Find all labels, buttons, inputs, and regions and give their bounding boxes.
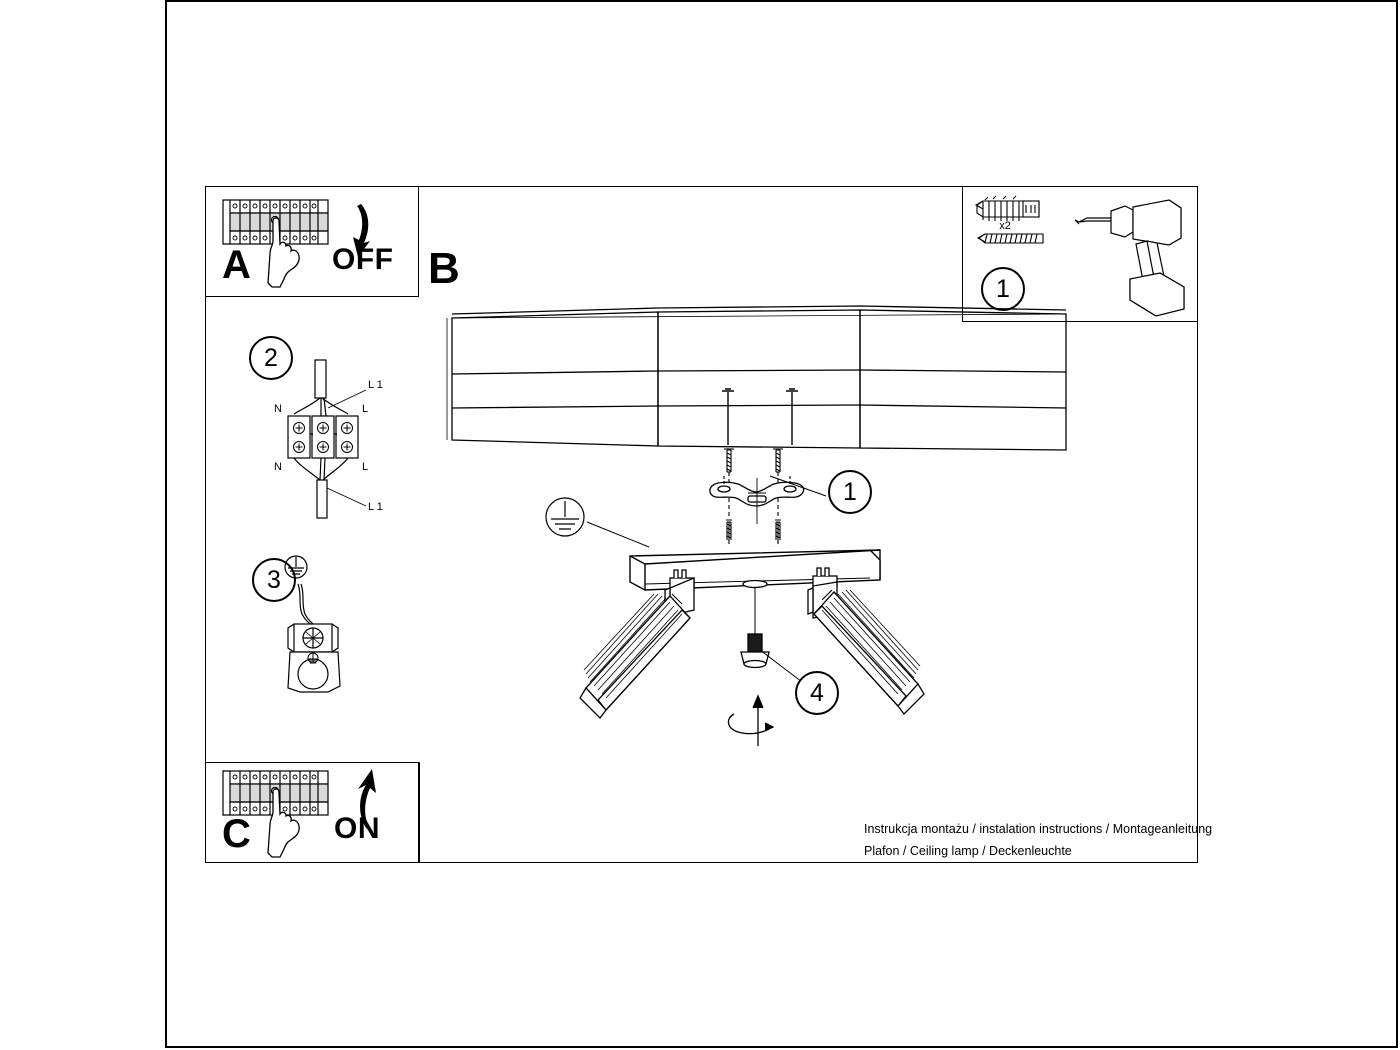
callout-number: 1 <box>843 477 857 506</box>
wire-label-n-lower: N <box>274 461 282 473</box>
caption-block: Instrukcja montażu / instalation instruc… <box>864 818 1212 862</box>
mounting-bracket-icon <box>709 476 805 524</box>
sheet-outer-border <box>165 0 1398 1048</box>
plug-quantity-label: x2 <box>999 220 1011 232</box>
panel-a-action-label: OFF <box>332 243 394 276</box>
callout-number: 4 <box>810 678 824 707</box>
panel-a-power-off: A OFF <box>205 186 419 297</box>
screw-icon <box>976 233 1044 244</box>
callout-step-4: 4 <box>795 671 839 715</box>
ceiling-anchor-screws <box>724 448 783 486</box>
arrow-up-curved <box>358 769 376 829</box>
callout-number: 1 <box>996 274 1010 303</box>
callout-step-1-parts: 1 <box>981 267 1025 311</box>
earth-ground-symbol <box>545 497 650 548</box>
wire-label-l1-bottom: L 1 <box>368 501 383 513</box>
earth-ground-symbol <box>284 555 308 579</box>
wire-label-n-upper: N <box>274 403 282 415</box>
panel-c-letter: C <box>222 812 251 856</box>
terminal-block-icon: L 1 N L N L L 1 <box>274 359 383 519</box>
breaker-panel-hand-icon <box>222 199 370 288</box>
ceiling-screw-icon <box>722 388 798 445</box>
earth-terminal-icon <box>287 583 341 693</box>
panel-c-action-label: ON <box>334 812 380 845</box>
callout-4-leader-line <box>759 649 803 683</box>
wall-plug-icon <box>974 195 1040 221</box>
wire-label-l-lower: L <box>362 461 368 473</box>
wire-label-l-upper: L <box>362 403 368 415</box>
ceiling-panel-perspective <box>446 305 1067 451</box>
callout-number: 2 <box>264 343 278 372</box>
breaker-panel-hand-icon <box>222 769 376 858</box>
callout-step-2: 2 <box>249 336 293 380</box>
decorative-cap-icon <box>740 579 770 669</box>
callout-step-3: 3 <box>252 558 296 602</box>
panel-a-letter: A <box>222 243 251 287</box>
panel-step1-parts: x2 1 <box>962 186 1198 322</box>
ceiling-lamp-two-spotlights <box>579 549 925 719</box>
bracket-fixing-screws <box>726 498 781 544</box>
callout-number: 3 <box>267 565 281 594</box>
power-drill-icon <box>1074 199 1185 317</box>
spotlight-head-right <box>813 589 925 715</box>
wire-label-l1-top: L 1 <box>368 379 383 391</box>
caption-line-2: Plafon / Ceiling lamp / Deckenleuchte <box>864 844 1072 858</box>
panel-c-power-on: C ON <box>205 762 419 863</box>
callout-step-1-bracket: 1 <box>828 470 872 514</box>
caption-line-1: Instrukcja montażu / instalation instruc… <box>864 822 1213 836</box>
arrow-down-curved <box>353 204 370 257</box>
diagram-inner-frame <box>205 186 1198 863</box>
panel-c-right-divider <box>418 762 420 863</box>
rotate-arrow-icon <box>727 694 775 746</box>
spotlight-head-left <box>579 593 691 719</box>
callout-1-leader-line <box>769 475 827 497</box>
section-b-letter: B <box>428 244 460 293</box>
